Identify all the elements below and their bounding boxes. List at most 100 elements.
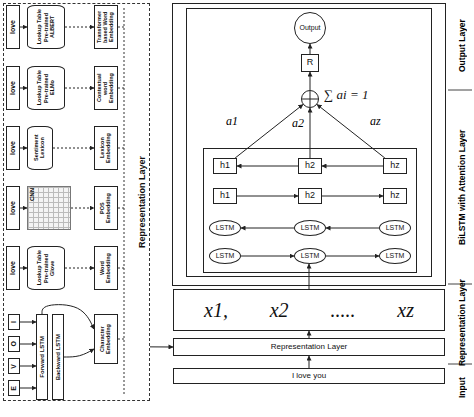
- connector: [237, 166, 298, 167]
- hidden-state: h2: [298, 158, 322, 174]
- word-box-text: love: [9, 201, 16, 215]
- hidden-state-text: h1: [220, 191, 230, 201]
- input-vector: x1,x2.....xz: [173, 289, 445, 331]
- leader-line: [118, 27, 124, 28]
- lookup-table: Lookup TablePre-trained Glove: [27, 246, 65, 290]
- lookup-table: Lookup TablePre-trained ELMo: [27, 66, 65, 110]
- connector: [65, 27, 94, 28]
- hidden-state: hz: [383, 188, 407, 204]
- embedding-box-text: Contextual word Embedding: [97, 67, 114, 109]
- leader-line: [118, 148, 124, 149]
- embedding-box-text: Word Embedding: [100, 247, 112, 289]
- leader-line: [118, 208, 124, 209]
- connector: [65, 268, 94, 269]
- output-circle-text: Output: [299, 24, 320, 32]
- input-vector-text: .....: [330, 299, 355, 321]
- connector: [317, 105, 385, 158]
- layer-label: Representation Layer: [455, 280, 469, 366]
- connector: [20, 322, 36, 323]
- lstm-bar: Backward LSTM: [52, 314, 64, 400]
- hidden-state: hz: [383, 158, 407, 174]
- hidden-state-text: h2: [305, 191, 315, 201]
- embedding-box: Word Embedding: [94, 246, 118, 290]
- dashed-leaders: [118, 27, 124, 339]
- lookup-table-text: Lookup Table: [37, 70, 43, 105]
- word-box-text: love: [9, 141, 16, 155]
- sum-cross: [310, 91, 311, 107]
- lstm-cell-text: LSTM: [216, 224, 235, 232]
- embedding-box: Character Embedding: [94, 314, 118, 364]
- layer-label: Output Layer: [455, 3, 469, 88]
- layer-separator: [448, 90, 472, 91]
- lstm-cell: LSTM: [294, 220, 326, 236]
- connector: [310, 44, 311, 54]
- lookup-table-text: Pre-trained Glove: [44, 247, 56, 289]
- lookup-table-text: Lookup Table: [37, 9, 43, 44]
- connector: [20, 268, 27, 269]
- leader-line: [118, 88, 124, 89]
- connector: [309, 356, 310, 368]
- hidden-state: h1: [213, 158, 237, 174]
- lstm-bar-text: Forward LSTM: [39, 336, 45, 378]
- connector: [20, 148, 27, 149]
- r-box-text: R: [307, 58, 314, 68]
- embedding-box: Lexicon Embedding: [94, 126, 118, 170]
- sum-cross: [302, 99, 318, 100]
- embedding-box-text: Character Embedding: [100, 315, 112, 363]
- lstm-bar-text: Backward LSTM: [55, 334, 61, 380]
- hidden-state: h2: [298, 188, 322, 204]
- lstm-cell: LSTM: [209, 248, 241, 264]
- lookup-table: Lookup TablePre-trained ALBERT: [27, 5, 65, 49]
- dashed-collector: [124, 8, 125, 395]
- lexicon-table-text: Sentiment Lexicon: [34, 127, 46, 169]
- leader-line: [118, 268, 124, 269]
- connector: [241, 228, 294, 229]
- lookup-table-text: Pre-trained ELMo: [44, 67, 56, 109]
- sum-node-text: ∑ ai = 1: [324, 88, 368, 102]
- sum-node: ∑ ai = 1: [301, 90, 319, 108]
- connector: [326, 256, 379, 257]
- connector: [20, 344, 36, 345]
- char-box: E: [8, 380, 20, 396]
- lstm-cell-text: LSTM: [216, 252, 235, 260]
- hidden-state: h1: [213, 188, 237, 204]
- input-box: I love you: [173, 368, 445, 384]
- embedding-box: Transformer based Word Embedding: [94, 5, 118, 49]
- connector: [309, 331, 310, 338]
- hidden-state-text: hz: [390, 191, 400, 201]
- connector: [53, 148, 94, 149]
- lstm-cell: LSTM: [379, 220, 411, 236]
- cnn-image-text: CNN: [29, 188, 35, 201]
- char-box: I: [8, 314, 20, 330]
- cnn-image: CNN: [27, 186, 71, 230]
- lstm-cell-text: LSTM: [301, 224, 320, 232]
- r-box: R: [301, 54, 319, 72]
- attention-weight: a1: [226, 114, 238, 129]
- connector: [309, 264, 310, 289]
- word-box: love: [6, 126, 20, 170]
- leader-line: [118, 339, 124, 340]
- char-box-text: E: [10, 386, 17, 391]
- layer-panel-text: Representation Layer: [138, 156, 147, 248]
- word-box: love: [6, 66, 20, 110]
- lstm-cell-text: LSTM: [386, 252, 405, 260]
- word-box-text: love: [9, 261, 16, 275]
- lstm-cell-text: LSTM: [301, 252, 320, 260]
- attention-weight: a2: [292, 116, 304, 131]
- representation-box: Representation Layer: [173, 338, 445, 356]
- connector: [42, 305, 94, 329]
- lstm-cell: LSTM: [294, 248, 326, 264]
- connector: [322, 196, 383, 197]
- char-box: V: [8, 358, 20, 374]
- connector: [20, 208, 27, 209]
- connector: [326, 228, 379, 229]
- lookup-table-text: Pre-trained ALBERT: [44, 6, 56, 48]
- representation-box-text: Representation Layer: [271, 343, 348, 352]
- connector: [20, 27, 27, 28]
- connector: [310, 72, 311, 90]
- outer-frame: [173, 4, 446, 286]
- word-box-text: love: [9, 20, 16, 34]
- word-box: love: [6, 5, 20, 49]
- input-vector-text: x2: [270, 299, 289, 321]
